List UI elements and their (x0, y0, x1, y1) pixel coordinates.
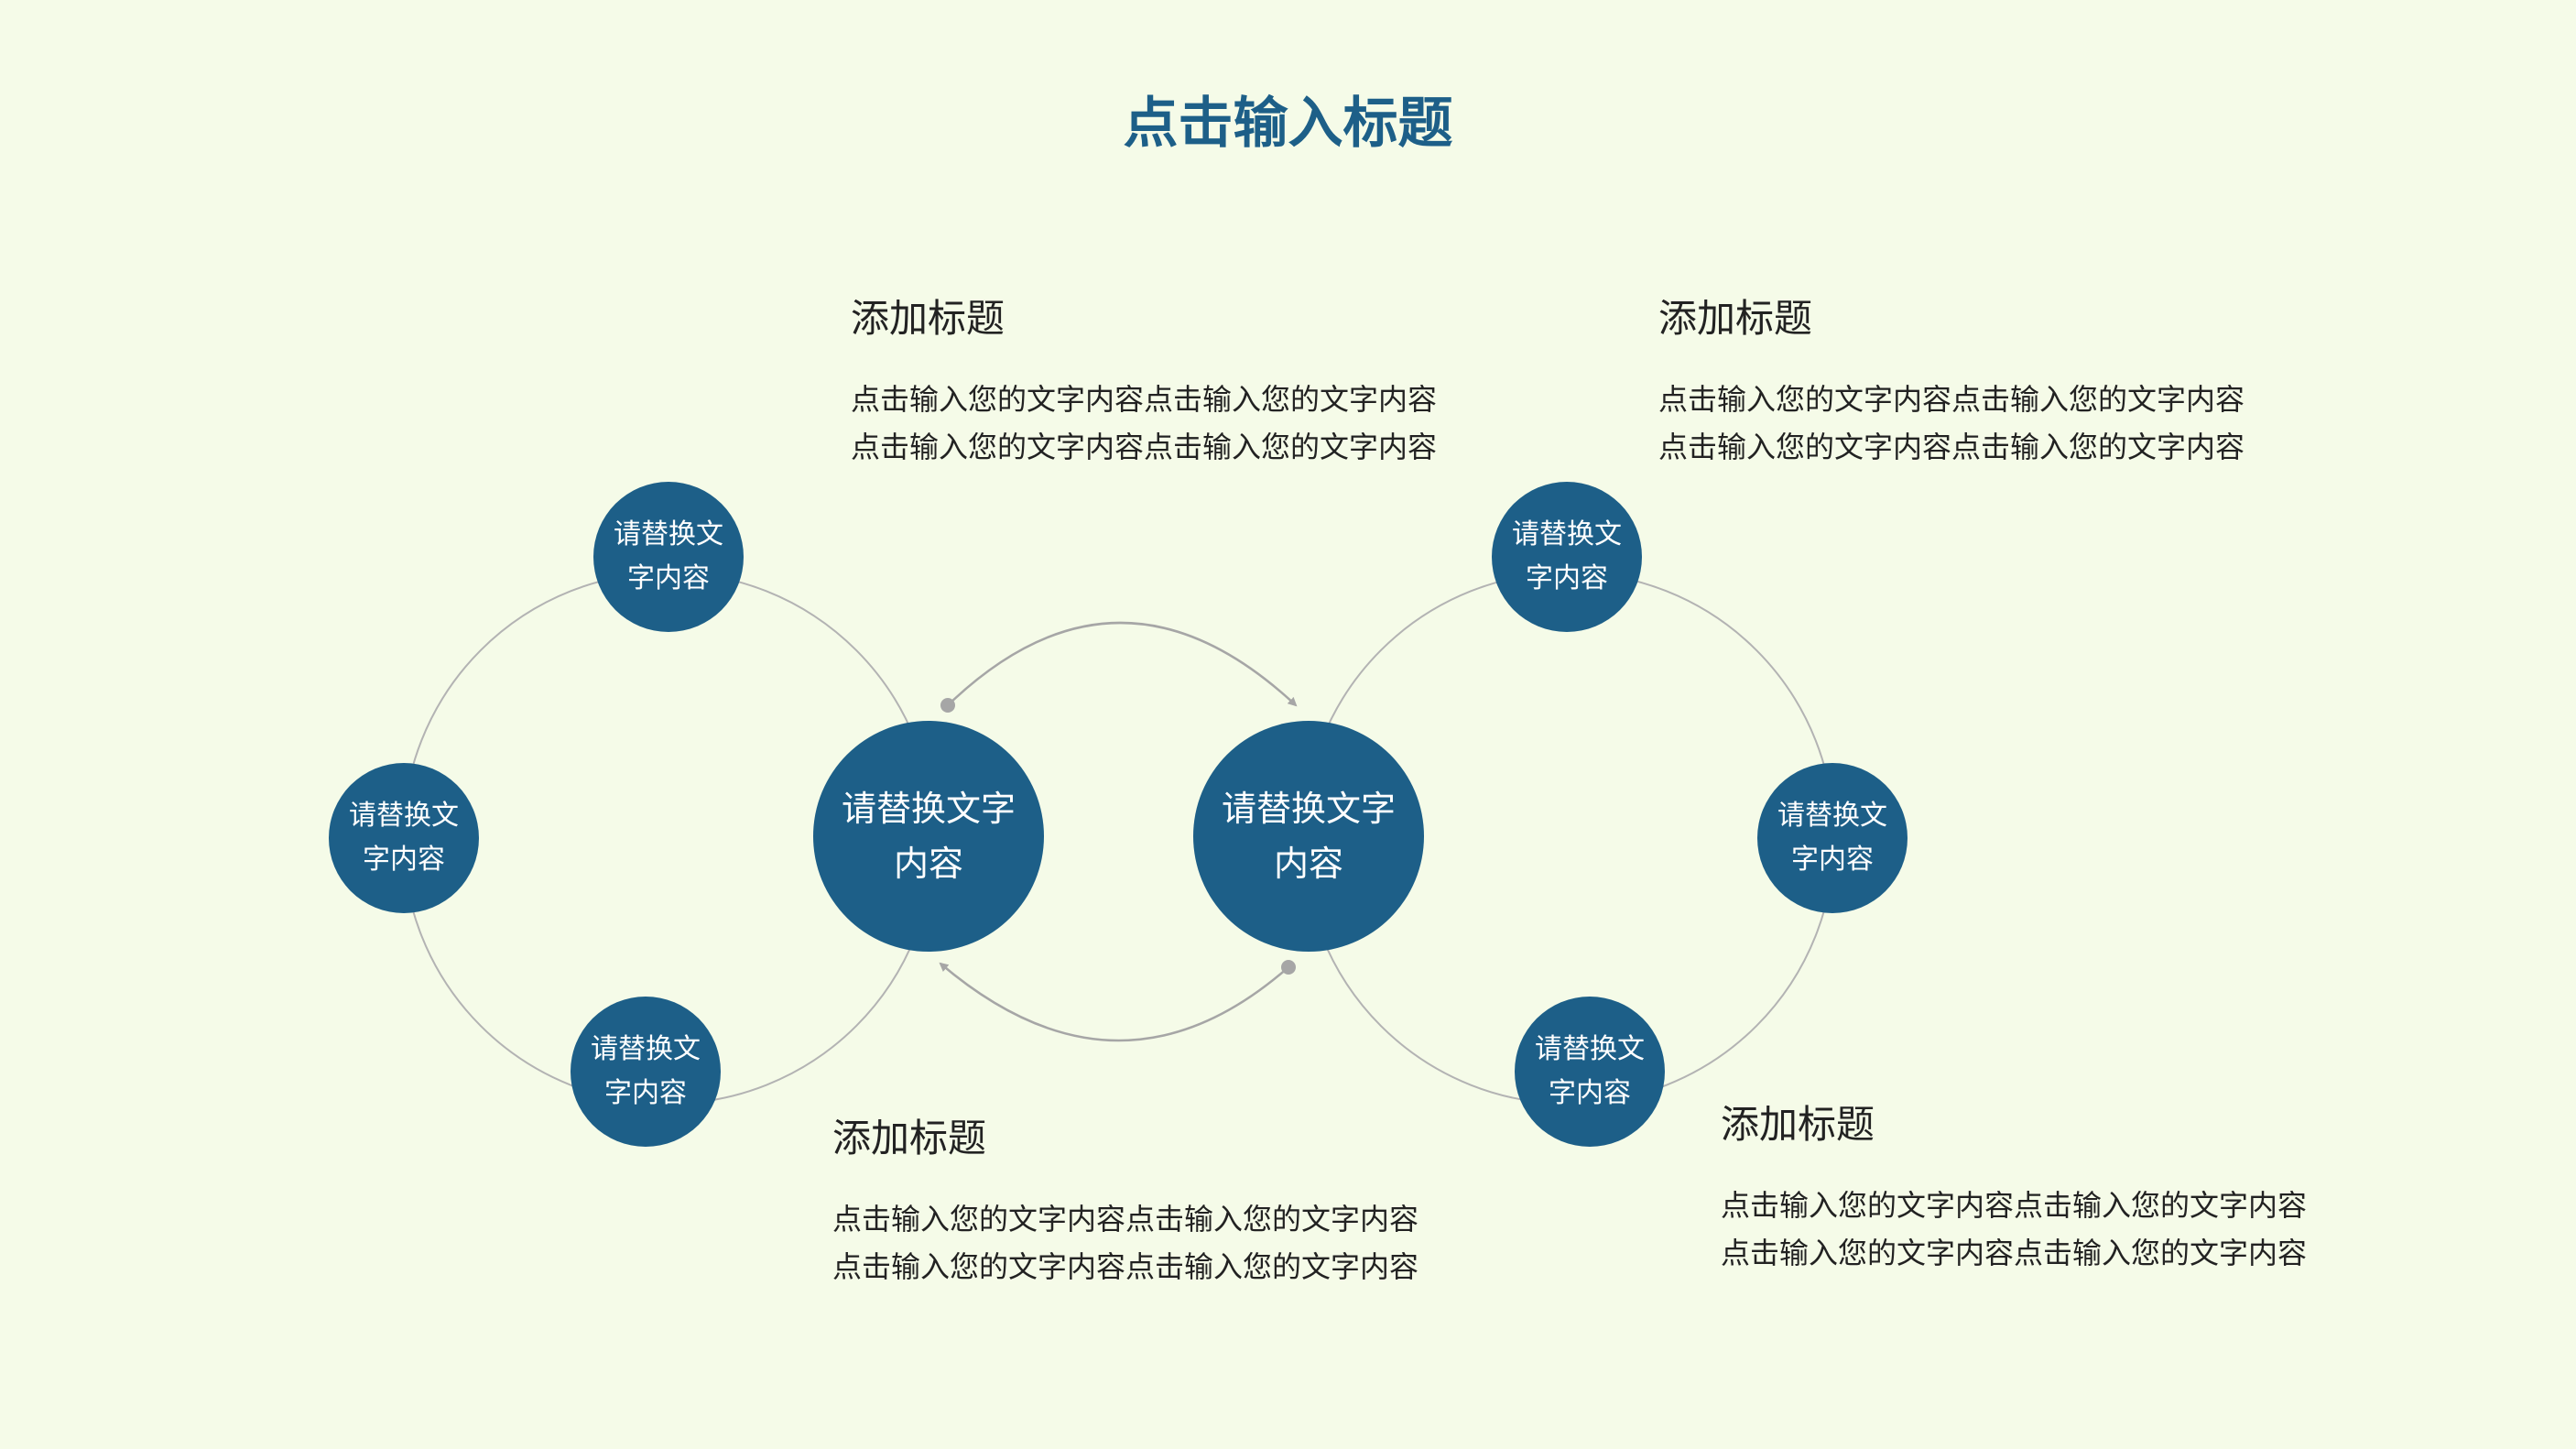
block-body[interactable]: 点击输入您的文字内容点击输入您的文字内容点击输入您的文字内容点击输入您的文字内容 (1658, 382, 2245, 464)
node-left-center[interactable]: 请替换文字内容 (813, 721, 1044, 952)
text-block-top-left: 添加标题 点击输入您的文字内容点击输入您的文字内容点击输入您的文字内容点击输入您… (851, 293, 1437, 471)
text-block-top-right: 添加标题 点击输入您的文字内容点击输入您的文字内容点击输入您的文字内容点击输入您… (1658, 293, 2244, 471)
block-title[interactable]: 添加标题 (851, 296, 1005, 341)
text-block-bottom-right: 添加标题 点击输入您的文字内容点击输入您的文字内容点击输入您的文字内容点击输入您… (1721, 1099, 2307, 1277)
block-body[interactable]: 点击输入您的文字内容点击输入您的文字内容点击输入您的文字内容点击输入您的文字内容 (851, 382, 1438, 464)
page-title[interactable]: 点击输入标题 (1123, 92, 1453, 156)
node-right-mid[interactable]: 请替换文字内容 (1757, 763, 1908, 913)
upper-arrow-arc (947, 621, 1298, 707)
lower-arrow-arc (939, 962, 1289, 1042)
block-body[interactable]: 点击输入您的文字内容点击输入您的文字内容点击输入您的文字内容点击输入您的文字内容 (1721, 1188, 2308, 1270)
node-right-center[interactable]: 请替换文字内容 (1193, 721, 1424, 952)
node-left-mid[interactable]: 请替换文字内容 (329, 763, 479, 913)
node-right-bottom[interactable]: 请替换文字内容 (1515, 997, 1665, 1147)
block-title[interactable]: 添加标题 (1658, 296, 1813, 341)
text-block-bottom-left: 添加标题 点击输入您的文字内容点击输入您的文字内容点击输入您的文字内容点击输入您… (832, 1113, 1418, 1291)
node-left-top[interactable]: 请替换文字内容 (593, 482, 744, 632)
block-title[interactable]: 添加标题 (832, 1116, 987, 1160)
node-left-bottom[interactable]: 请替换文字内容 (571, 997, 721, 1147)
block-body[interactable]: 点击输入您的文字内容点击输入您的文字内容点击输入您的文字内容点击输入您的文字内容 (832, 1202, 1419, 1284)
upper-arc-start-dot (940, 698, 955, 713)
node-right-top[interactable]: 请替换文字内容 (1492, 482, 1642, 632)
block-title[interactable]: 添加标题 (1721, 1102, 1875, 1147)
lower-arc-start-dot (1281, 960, 1296, 975)
